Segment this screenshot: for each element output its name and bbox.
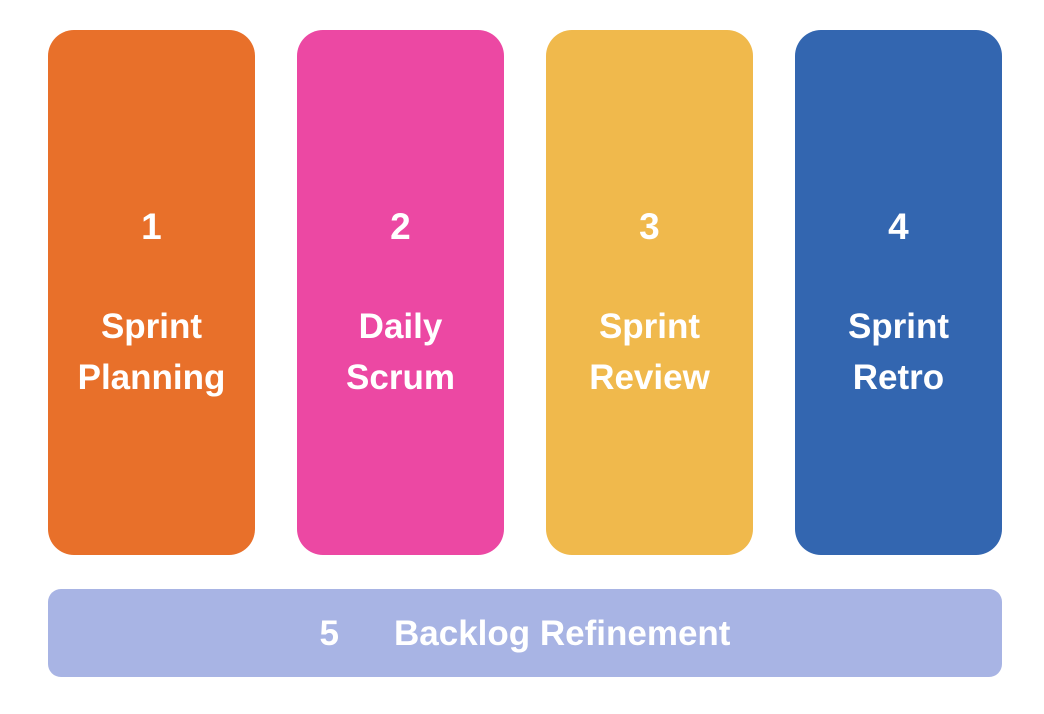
event-card-title: Daily Scrum [346,307,455,398]
event-card-number: 3 [639,206,660,247]
event-card-sprint-retro[interactable]: 4 Sprint Retro [795,30,1002,555]
event-card-number: 1 [141,206,162,247]
event-card-title: Sprint Planning [77,307,226,398]
event-card-title: Sprint Retro [847,307,950,398]
event-card-sprint-planning[interactable]: 1 Sprint Planning [48,30,255,555]
event-card-number: 2 [390,206,411,247]
event-card-number: 4 [888,206,909,247]
backlog-refinement-bar[interactable]: 5 Backlog Refinement [48,589,1002,677]
backlog-refinement-label: Backlog Refinement [394,613,731,653]
event-cards-row: 1 Sprint Planning 2 Daily Scrum 3 Sprint… [48,30,1002,555]
event-card-sprint-review[interactable]: 3 Sprint Review [546,30,753,555]
event-card-title: Sprint Review [589,307,710,398]
backlog-refinement-number: 5 [319,613,339,653]
event-card-daily-scrum[interactable]: 2 Daily Scrum [297,30,504,555]
